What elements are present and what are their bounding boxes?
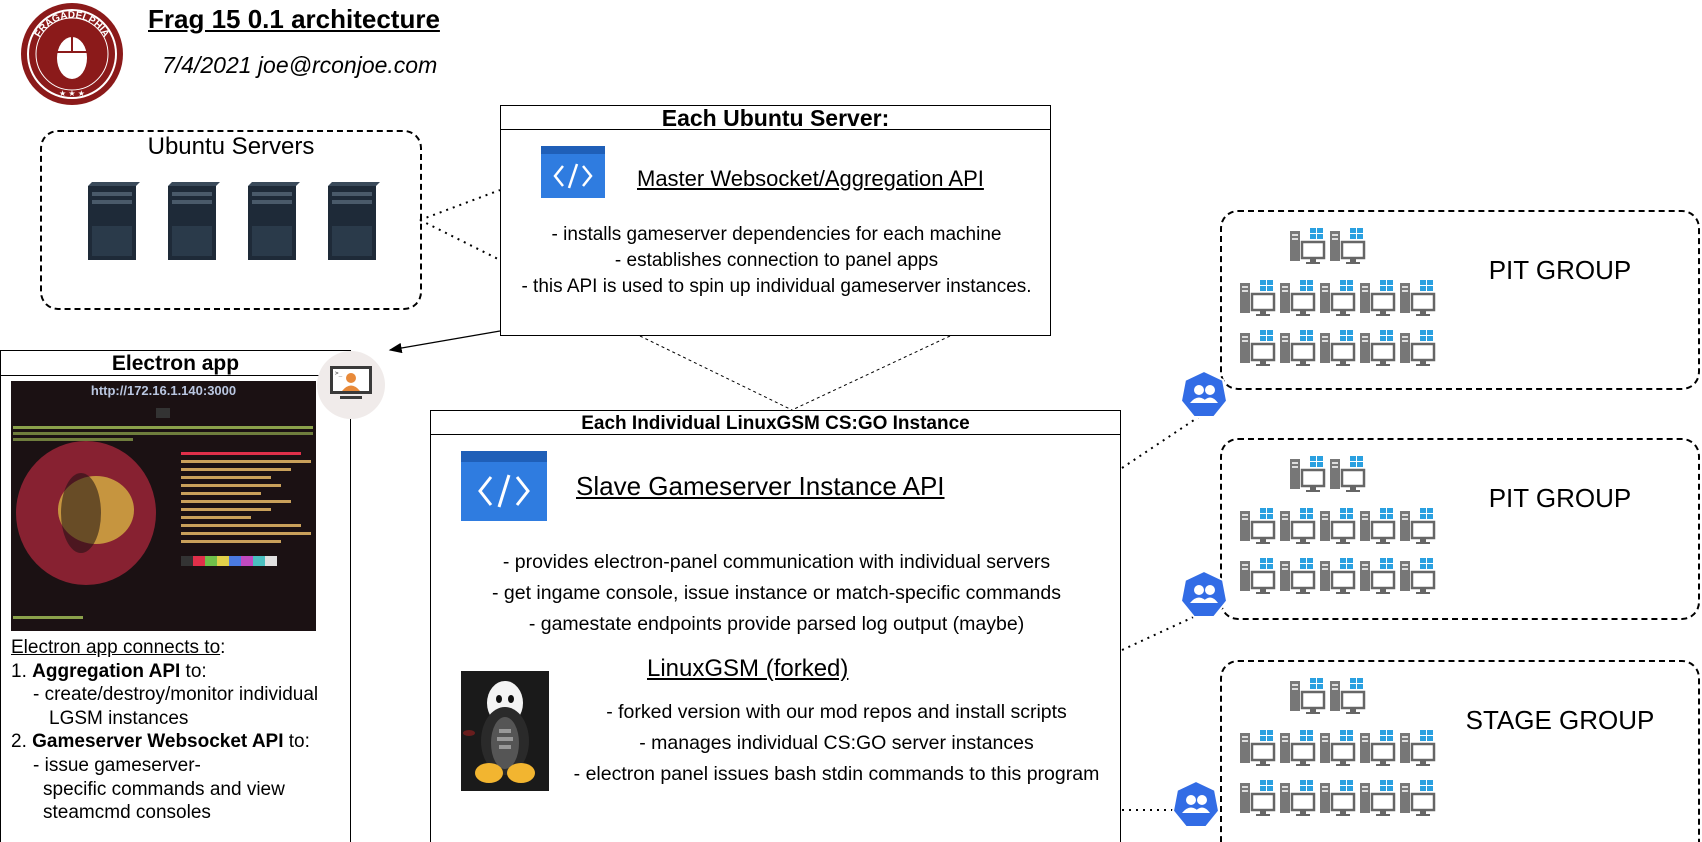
tower-server-icon (248, 182, 300, 260)
ubuntu-server-bullet-2: - establishes connection to panel apps (614, 250, 939, 271)
page-title: Frag 15 0.1 architecture (148, 4, 440, 34)
ubuntu-server-box: Each Ubuntu Server: Master Websocket/Agg… (500, 105, 1051, 336)
tower-servers (78, 180, 388, 262)
instance-box: Each Individual LinuxGSM CS:GO Instance … (430, 410, 1121, 842)
svg-text:★ ★ ★: ★ ★ ★ (59, 89, 85, 98)
connector-instance-to-group2 (1121, 613, 1201, 651)
fragadelphia-logo: ★ ★ ★ FRAGADELPHIA (20, 2, 124, 106)
electron-connects-heading: Electron app connects to: (11, 637, 226, 658)
connector-api-to-instance-left (639, 335, 793, 411)
electron-item-1-sub-2: LGSM instances (49, 707, 189, 729)
ubuntu-server-bullet-1: - installs gameserver dependencies for e… (551, 224, 1002, 245)
group-label-3: STAGE GROUP (1465, 705, 1655, 735)
connector-servers-to-api-top (419, 189, 501, 221)
electron-item-1: 1. Aggregation API to: (11, 660, 207, 682)
electron-item-2: 2. Gameserver Websocket API to: (11, 731, 310, 753)
terminal-art (13, 408, 313, 619)
svg-text:>_: >_ (335, 370, 343, 377)
windows-server-cluster-3 (1238, 676, 1436, 818)
terminal-url: http://172.16.1.140:3000 (90, 383, 237, 398)
lgsm-bullet-1: - forked version with our mod repos and … (606, 701, 1067, 723)
code-icon (541, 146, 605, 198)
ubuntu-server-bullet-3: - this API is used to spin up individual… (521, 276, 1032, 297)
user-terminal-icon: >_ (316, 350, 386, 420)
connector-servers-to-api-bottom (419, 219, 501, 261)
ubuntu-servers-label: Ubuntu Servers (147, 133, 315, 160)
electron-app-title: Electron app (1, 351, 350, 376)
connector-api-to-electron (388, 330, 501, 354)
windows-server-cluster-1 (1238, 226, 1436, 368)
group-box-1 (1220, 210, 1700, 390)
tux-penguin-icon (461, 671, 549, 791)
code-icon (461, 451, 547, 521)
connector-instance-to-group1 (1121, 415, 1201, 469)
instance-api-bullet-1: - provides electron-panel communication … (502, 551, 1051, 573)
users-group-icon (1180, 370, 1228, 418)
lgsm-bullet-3: - electron panel issues bash stdin comma… (573, 763, 1100, 785)
users-group-icon (1180, 570, 1228, 618)
instance-api-bullet-2: - get ingame console, issue instance or … (491, 582, 1061, 604)
linuxgsm-title: LinuxGSM (forked) (647, 655, 849, 682)
electron-item-2-sub-3: steamcmd consoles (43, 802, 211, 824)
master-api-title: Master Websocket/Aggregation API (637, 166, 984, 191)
instance-api-bullet-3: - gamestate endpoints provide parsed log… (528, 613, 1025, 635)
electron-item-2-sub-1: - issue gameserver- (33, 754, 201, 776)
tower-server-icon (328, 182, 380, 260)
terminal-screenshot: http://172.16.1.140:3000 (11, 381, 316, 631)
electron-app-box: Electron app http://172.16.1.140:3000 (0, 350, 351, 842)
electron-item-2-sub-2: specific commands and view (43, 778, 285, 800)
slave-api-title: Slave Gameserver Instance API (576, 471, 945, 501)
group-label-2: PIT GROUP (1488, 483, 1632, 513)
group-label-1: PIT GROUP (1488, 255, 1632, 285)
tower-server-icon (88, 182, 140, 260)
users-group-icon (1172, 780, 1220, 828)
page-subtitle: 7/4/2021 joe@rconjoe.com (162, 52, 438, 78)
ubuntu-server-title: Each Ubuntu Server: (501, 106, 1050, 131)
connector-api-to-instance-right (791, 335, 951, 411)
electron-item-1-sub-1: - create/destroy/monitor individual (33, 684, 319, 706)
windows-server-cluster-2 (1238, 454, 1436, 596)
tower-server-icon (168, 182, 220, 260)
group-box-3 (1220, 660, 1700, 842)
ubuntu-servers-group (40, 130, 422, 310)
instance-title: Each Individual LinuxGSM CS:GO Instance (431, 411, 1120, 435)
lgsm-bullet-2: - manages individual CS:GO server instan… (639, 732, 1034, 754)
group-box-2 (1220, 438, 1700, 620)
